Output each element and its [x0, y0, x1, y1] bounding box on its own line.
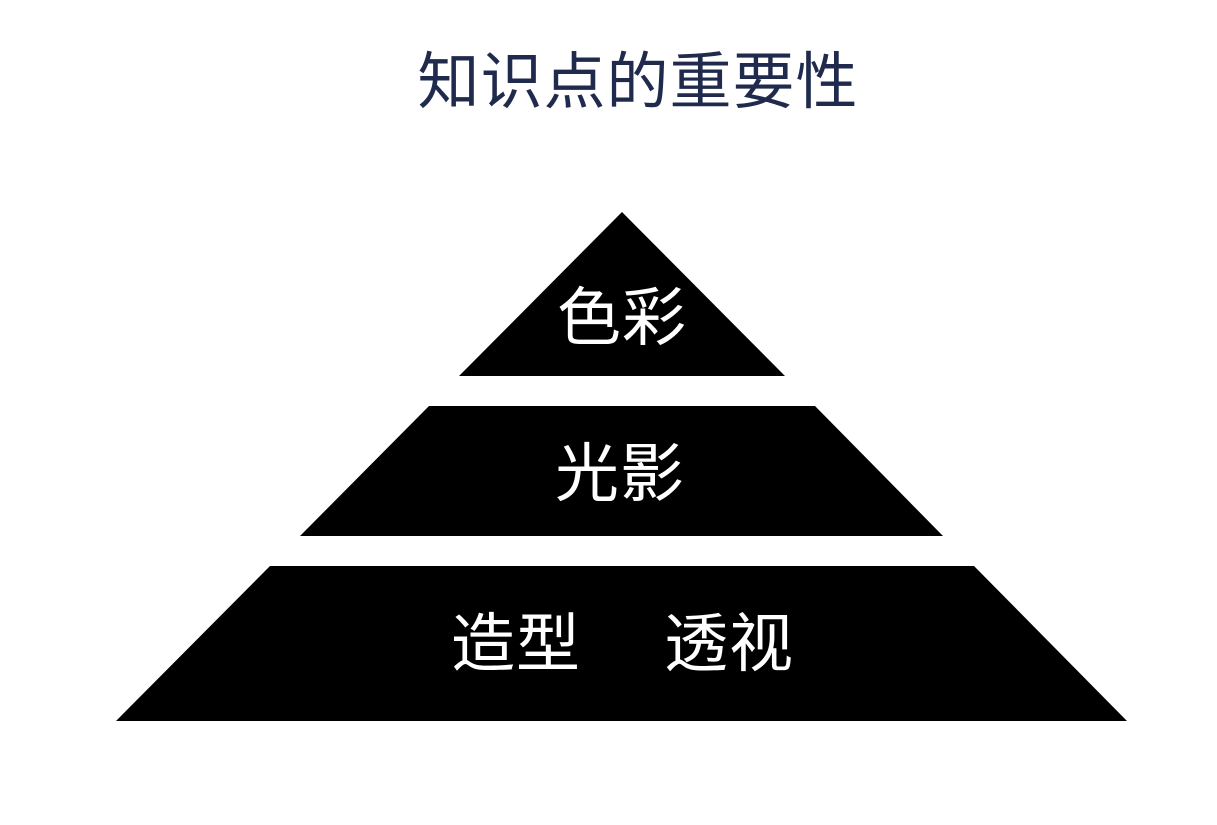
tier-middle-label: 光影 — [555, 438, 685, 512]
pyramid-tier-middle: 光影 — [300, 406, 943, 536]
tier-bottom-label-right: 透视 — [664, 608, 794, 682]
tier-top-label: 色彩 — [557, 282, 687, 356]
pyramid-tier-top: 色彩 — [459, 212, 785, 376]
pyramid-tier-bottom: 造型 透视 — [116, 566, 1127, 721]
page-title: 知识点的重要性 — [417, 45, 859, 118]
tier-bottom-shape — [116, 566, 1127, 721]
tier-middle-shape — [300, 406, 943, 536]
tier-bottom-label-left: 造型 — [451, 608, 581, 682]
tier-top-shape — [459, 212, 785, 376]
